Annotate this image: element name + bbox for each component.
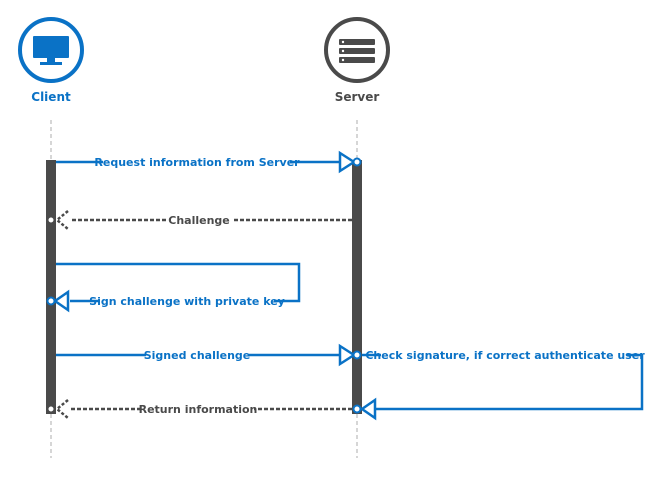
message-check-label: Check signature, if correct authenticate… bbox=[365, 349, 645, 362]
arrowhead bbox=[338, 150, 357, 174]
message-check: Check signature, if correct authenticate… bbox=[352, 349, 645, 421]
message-signed-label: Signed challenge bbox=[144, 349, 251, 362]
message-return-label: Return information bbox=[139, 403, 258, 416]
server-label: Server bbox=[335, 90, 380, 104]
message-return: Return information bbox=[46, 399, 352, 419]
arrowhead bbox=[52, 289, 70, 313]
server-activation-bar bbox=[352, 160, 362, 414]
server-rack-icon bbox=[324, 17, 390, 83]
message-challenge: Challenge bbox=[46, 210, 352, 230]
message-challenge-label: Challenge bbox=[168, 214, 230, 227]
message-sign-label: Sign challenge with private key bbox=[89, 295, 285, 308]
message-request: Request information from Server bbox=[56, 150, 362, 174]
arrowhead bbox=[55, 399, 69, 419]
message-sign: Sign challenge with private key bbox=[46, 262, 301, 313]
arrowhead bbox=[359, 397, 377, 421]
arrowhead bbox=[338, 343, 357, 367]
message-signed: Signed challenge bbox=[56, 343, 362, 367]
message-request-label: Request information from Server bbox=[94, 156, 300, 169]
arrowhead bbox=[55, 210, 69, 230]
monitor-icon bbox=[18, 17, 84, 83]
client-activation-bar bbox=[46, 160, 56, 414]
client-label: Client bbox=[31, 90, 71, 104]
